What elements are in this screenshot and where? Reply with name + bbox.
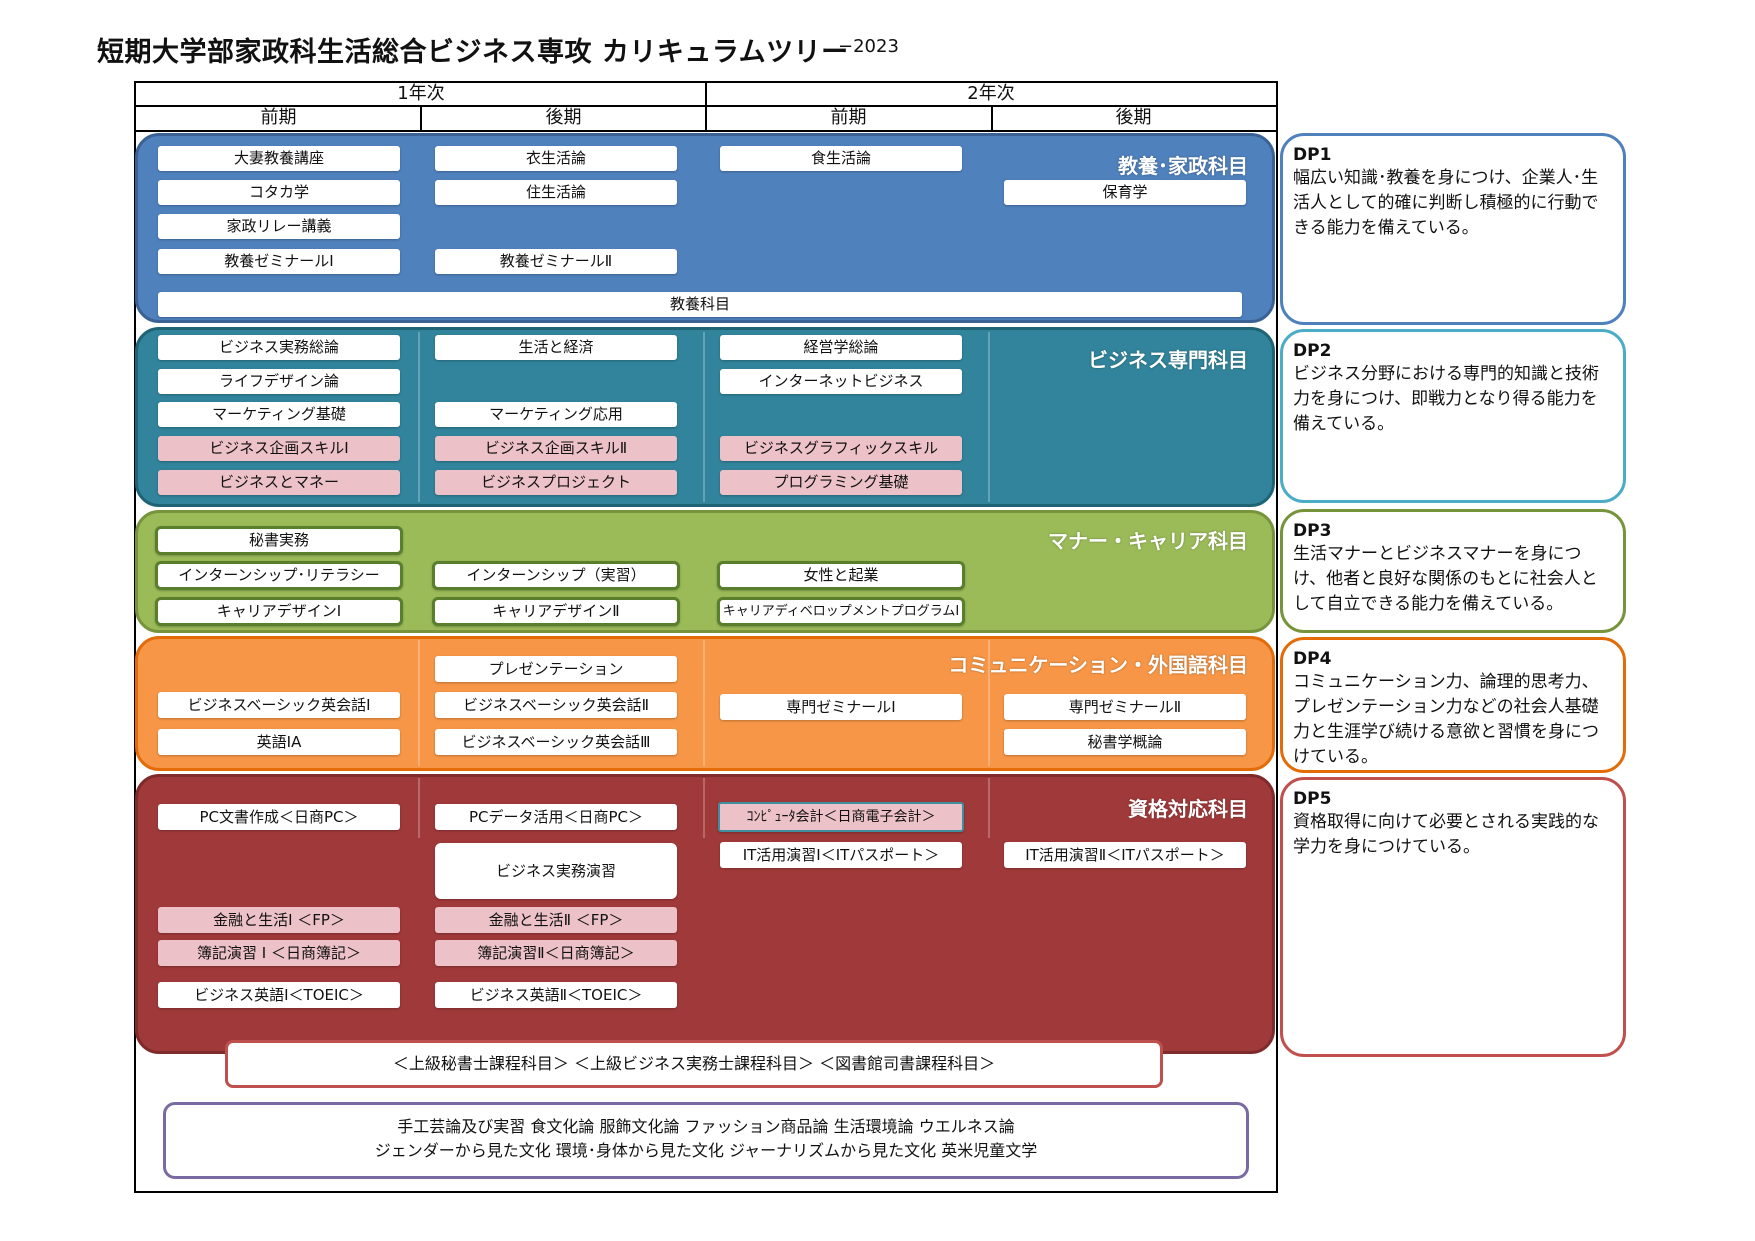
course-box: ライフデザイン論	[158, 369, 400, 394]
course-box: 簿記演習Ⅱ＜日商簿記＞	[435, 940, 677, 966]
course-box: 専門ゼミナールⅡ	[1004, 694, 1246, 720]
course-box: 食生活論	[720, 146, 962, 171]
course-box: 家政リレー講義	[158, 214, 400, 239]
header-year2: 2年次	[967, 83, 1015, 104]
course-box: 女性と起業	[717, 561, 965, 590]
course-box: コタカ学	[158, 180, 400, 205]
course-box: キャリアディベロップメントプログラムⅠ	[717, 597, 965, 626]
dp2-panel: DP2 ビジネス分野における専門的知識と技術力を身につけ、即戦力となり得る能力を…	[1280, 329, 1626, 503]
course-box: IT活用演習Ⅰ＜ITパスポート＞	[720, 842, 962, 868]
dp1-panel: DP1 幅広い知識･教養を身につけ、企業人･生活人として的確に判断し積極的に行動…	[1280, 133, 1626, 325]
course-box: プログラミング基礎	[720, 470, 962, 495]
dp1-title: DP1	[1293, 145, 1332, 165]
header-term-1: 前期	[260, 107, 297, 128]
dp1-text: 幅広い知識･教養を身につけ、企業人･生活人として的確に判断し積極的に行動できる能…	[1293, 168, 1599, 238]
header-year1: 1年次	[397, 83, 445, 104]
course-box: プレゼンテーション	[435, 656, 677, 682]
course-box: ビジネスとマネー	[158, 470, 400, 495]
course-box: ビジネスプロジェクト	[435, 470, 677, 495]
course-box: 英語ⅠA	[158, 729, 400, 755]
year-label: −2023	[838, 36, 899, 57]
band-business-title: ビジネス専門科目	[1088, 348, 1248, 372]
header-term-3: 前期	[830, 107, 867, 128]
course-box: 金融と生活Ⅰ ＜FP＞	[158, 907, 400, 933]
dp4-title: DP4	[1293, 649, 1332, 669]
course-box: 衣生活論	[435, 146, 677, 171]
course-box: ビジネス企画スキルⅡ	[435, 436, 677, 461]
course-box: ｺﾝﾋﾟｭｰﾀ会計＜日商電子会計＞	[718, 802, 964, 832]
electives-line-2: ジェンダーから見た文化 環境･身体から見た文化 ジャーナリズムから見た文化 英米…	[374, 1141, 1038, 1160]
course-box: 教養ゼミナールⅠ	[158, 249, 400, 274]
course-box: インターンシップ（実習）	[432, 561, 680, 590]
course-box: 秘書実務	[155, 526, 403, 555]
course-box: 保育学	[1004, 180, 1246, 205]
course-box: PC文書作成＜日商PC＞	[158, 804, 400, 830]
course-box-wide: 教養科目	[158, 292, 1242, 317]
course-box: IT活用演習Ⅱ＜ITパスポート＞	[1004, 842, 1246, 868]
course-box: 簿記演習 Ⅰ ＜日商簿記＞	[158, 940, 400, 966]
course-box: キャリアデザインⅡ	[432, 597, 680, 626]
course-box: ビジネス英語Ⅰ＜TOEIC＞	[158, 982, 400, 1008]
course-box: マーケティング基礎	[158, 402, 400, 427]
dp2-text: ビジネス分野における専門的知識と技術力を身につけ、即戦力となり得る能力を備えてい…	[1293, 364, 1599, 434]
course-box: ビジネス実務総論	[158, 335, 400, 360]
dp3-text: 生活マナーとビジネスマナーを身につけ、他者と良好な関係のもとに社会人として自立で…	[1293, 544, 1598, 614]
band-comm-title: コミュニケーション・外国語科目	[948, 653, 1248, 677]
course-box: 専門ゼミナールⅠ	[720, 694, 962, 720]
course-box: 住生活論	[435, 180, 677, 205]
course-box: ビジネスベーシック英会話Ⅰ	[158, 692, 400, 718]
course-box: マーケティング応用	[435, 402, 677, 427]
course-box: ビジネス実務演習	[435, 843, 677, 899]
dp5-title: DP5	[1293, 789, 1332, 809]
course-box: 大妻教養講座	[158, 146, 400, 171]
course-box: ビジネス英語Ⅱ＜TOEIC＞	[435, 982, 677, 1008]
page-title: 短期大学部家政科生活総合ビジネス専攻 カリキュラムツリー	[97, 37, 849, 68]
band-shikaku-title: 資格対応科目	[1128, 797, 1248, 821]
dp4-text: コミュニケーション力、論理的思考力、プレゼンテーション力などの社会人基礎力と生涯…	[1293, 672, 1599, 767]
course-box: ビジネスグラフィックスキル	[720, 436, 962, 461]
header-term-2: 後期	[545, 107, 582, 128]
course-box: インターンシップ･リテラシー	[155, 561, 403, 590]
course-box: 生活と経済	[435, 335, 677, 360]
course-program-box: ＜上級秘書士課程科目＞ ＜上級ビジネス実務士課程科目＞ ＜図書館司書課程科目＞	[225, 1040, 1163, 1088]
electives-line-1: 手工芸論及び実習 食文化論 服飾文化論 ファッション商品論 生活環境論 ウエルネ…	[397, 1117, 1015, 1136]
course-box: キャリアデザインⅠ	[155, 597, 403, 626]
course-box: ビジネスベーシック英会話Ⅱ	[435, 692, 677, 718]
dp4-panel: DP4 コミュニケーション力、論理的思考力、プレゼンテーション力などの社会人基礎…	[1280, 637, 1626, 773]
course-box: ビジネス企画スキルⅠ	[158, 436, 400, 461]
course-box: 秘書学概論	[1004, 729, 1246, 755]
dp5-text: 資格取得に向けて必要とされる実践的な学力を身につけている。	[1293, 812, 1599, 857]
dp3-title: DP3	[1293, 521, 1332, 541]
band-career-title: マナー・キャリア科目	[1048, 529, 1248, 553]
dp5-panel: DP5 資格取得に向けて必要とされる実践的な学力を身につけている。	[1280, 777, 1626, 1057]
header-term-4: 後期	[1115, 107, 1152, 128]
course-box: PCデータ活用＜日商PC＞	[435, 804, 677, 830]
course-box: インターネットビジネス	[720, 369, 962, 394]
dp2-title: DP2	[1293, 341, 1332, 361]
band-kyoyo-title: 教養･家政科目	[1118, 154, 1248, 178]
course-box: ビジネスベーシック英会話Ⅲ	[435, 729, 677, 755]
course-box: 経営学総論	[720, 335, 962, 360]
electives-box: 手工芸論及び実習 食文化論 服飾文化論 ファッション商品論 生活環境論 ウエルネ…	[163, 1102, 1249, 1179]
course-box: 金融と生活Ⅱ ＜FP＞	[435, 907, 677, 933]
dp3-panel: DP3 生活マナーとビジネスマナーを身につけ、他者と良好な関係のもとに社会人とし…	[1280, 509, 1626, 633]
course-box: 教養ゼミナールⅡ	[435, 249, 677, 274]
